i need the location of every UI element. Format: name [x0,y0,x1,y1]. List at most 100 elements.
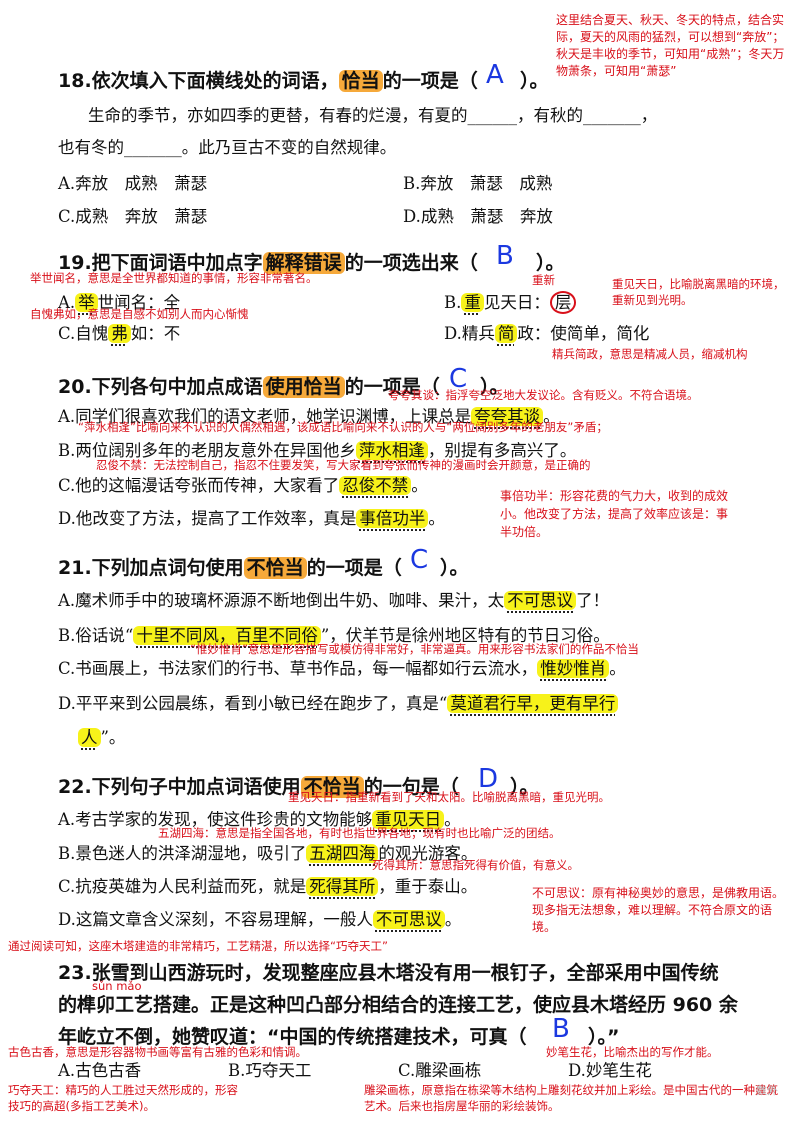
q21-option-a-phrase: 不可思议 [504,591,577,610]
q22-option-d-phrase: 不可思议 [372,910,445,929]
question-21-title: 21.下列加点词句使用不恰当的一项是（ [58,553,402,580]
q21-keyword: 不恰当 [243,557,307,579]
q21-option-a-text: A.魔术师手中的玻璃杯源源不断地倒出牛奶、咖啡、果汁，太 [58,591,505,610]
q22-option-d[interactable]: D.这篇文章含义深刻，不容易理解，一般人不可思议。 [58,906,461,930]
q23-option-a[interactable]: A.古色古香 [58,1061,142,1080]
q20-option-a-end: 。 [543,407,560,426]
q21-option-d-phrase: 莫道君行早，更有早行 [447,694,619,713]
q22-note-b: 五湖四海：意思是指全国各地，有时也指世界各地；现有时也比喻广泛的团结。 [158,826,561,840]
q21-option-c-phrase: 惟妙惟肖 [537,659,610,678]
q22-title-pre: 22.下列句子中加点词语使用 [58,776,301,798]
q22-option-c-end: ，重于泰山。 [378,877,478,896]
q21-option-b-phrase: 十里不同风，百里不同俗 [133,626,321,645]
q18-title-pre: 18.依次填入下面横线处的词语， [58,70,339,92]
q22-option-b-end: 的观光游客。 [378,844,478,863]
q23-answer: B [552,1014,570,1044]
q18-answer: A [486,60,504,90]
q23-note-b: 巧夺天工：精巧的人工胜过天然形成的，形容技巧的高超(多指工艺美术)。 [8,1083,238,1113]
q21-option-d[interactable]: D.平平来到公园晨练，看到小敏已经在跑步了，真是“莫道君行早，更有早行 [58,690,619,714]
q19-note-d: 精兵简政，意思是精减人员，缩减机构 [552,347,748,361]
q19-option-c-pre: C.自愧 [58,324,109,343]
q19-keyword: 解释错误 [262,252,345,274]
q19-option-a[interactable]: A.举世闻名：全 [58,289,180,313]
question-19-title: 19.把下面词语中加点字解释错误的一项选出来（ [58,248,478,275]
q20-title-post: 的一项是（ [344,376,440,398]
question-22-title: 22.下列句子中加点词语使用不恰当的一句是（ [58,772,459,799]
q23-note-top: 通过阅读可知，这座木塔建造的非常精巧，工艺精湛，所以选择“巧夺天工” [8,939,388,953]
q21-option-d-line2: 人”。 [78,724,125,748]
q20-note-b: “萍水相逢”比喻向来不认识的人偶然相遇，该成语比喻向来不认识的人与“两位阔别多年… [78,420,608,434]
q22-option-c[interactable]: C.抗疫英雄为人民利益而死，就是死得其所，重于泰山。 [58,873,477,897]
q19-option-d[interactable]: D.精兵简政：使简单，简化 [444,320,649,344]
q18-option-b[interactable]: B.奔放 萧瑟 成熟 [403,174,553,193]
q20-note-a: 夸夸其谈：指浮夸空泛地大发议论。含有贬义。不符合语境。 [388,388,699,402]
annotation-q18: 这里结合夏天、秋天、冬天的特点，结合实际，夏天的风雨的猛烈，可以想到“奔放”；秋… [556,13,785,78]
q20-answer: C [449,364,468,394]
q20-option-d-text: D.他改变了方法，提高了工作效率，真是 [58,509,357,528]
q20-option-a-idiom: 夸夸其谈 [471,407,544,426]
q23-line3-end: ）。” [588,1026,620,1048]
q20-option-c-end: 。 [411,476,428,495]
q22-note-a: 重见天日：指重新看到了天和太阳。比喻脱离黑暗，重见光明。 [288,790,610,804]
q22-option-d-end: 。 [444,910,462,929]
q18-option-c[interactable]: C.成熟 奔放 萧瑟 [58,207,208,226]
q21-option-c-text: C.书画展上，书法家们的行书、草书作品，每一幅都如行云流水， [58,659,538,678]
q23-option-d[interactable]: D.妙笔生花 [568,1061,652,1080]
q23-note-c: 雕梁画栋，原意指在栋梁等木结构上雕刻花纹并加上彩绘。是中国古代的一种建筑艺术。后… [364,1083,778,1113]
q21-note: “惟妙惟肖”意思是形容描写或模仿得非常好，非常逼真。用来形容书法家们的作品不恰当 [190,642,639,656]
q18-option-d[interactable]: D.成熟 萧瑟 奔放 [403,207,553,226]
q20-option-c-text: C.他的这幅漫话夸张而传神，大家看了 [58,476,340,495]
q19-option-b-circled: 层 [549,291,577,314]
q20-option-b-text: B.两位阔别多年的老朋友意外在异国他乡 [58,441,356,460]
q22-answer: D [478,764,499,794]
q20-option-a-text: A.同学们很喜欢我们的语文老师，她学识渊博，上课总是 [58,407,472,426]
q19-option-a-label: A. [58,293,76,312]
q23-option-c[interactable]: C.雕梁画栋 [398,1061,482,1080]
q19-title-post: 的一项选出来（ [344,252,478,274]
q19-option-b[interactable]: B.重见天日：层 [444,289,577,314]
q22-option-c-phrase: 死得其所 [306,877,379,896]
q19-title-pre: 19.把下面词语中加点字 [58,252,263,274]
q23-note-d: 妙笔生花，比喻杰出的写作才能。 [546,1045,719,1059]
q19-title-end: ）。 [536,252,565,274]
q20-option-c-idiom: 忍俊不禁 [339,476,412,495]
q22-title-end: ）。 [510,776,539,798]
q20-option-d[interactable]: D.他改变了方法，提高了工作效率，真是事倍功半。 [58,505,445,529]
q21-option-a-end: 了！ [576,591,610,610]
q20-option-a[interactable]: A.同学们很喜欢我们的语文老师，她学识渊博，上课总是夸夸其谈。 [58,403,560,427]
q23-pinyin: sǔn mǎo [92,979,142,993]
watermark: 数外 [756,1084,778,1097]
q21-option-c-end: 。 [609,659,626,678]
q22-option-b-phrase: 五湖四海 [306,844,379,863]
q20-option-b-idiom: 萍水相逢 [355,441,428,460]
q22-option-a-end: 。 [444,810,461,829]
q20-option-b[interactable]: B.两位阔别多年的老朋友意外在异国他乡萍水相逢，别提有多高兴了。 [58,437,576,461]
q23-line3: 年屹立不倒，她赞叹道：“中国的传统搭建技术，可真（ [58,1026,527,1048]
q23-option-b[interactable]: B.巧夺天工 [228,1061,312,1080]
q19-option-b-text: 见天日： [483,293,550,312]
q21-title-end: ）。 [440,557,469,579]
q22-option-a-text: A.考古学家的发现，使这件珍贵的文物能够 [58,810,373,829]
q22-option-c-text: C.抗疫英雄为人民利益而死，就是 [58,877,307,896]
q20-title-pre: 20.下列各句中加点成语 [58,376,263,398]
q21-option-c[interactable]: C.书画展上，书法家们的行书、草书作品，每一幅都如行云流水，惟妙惟肖。 [58,655,626,679]
q19-option-c-text: 如：不 [130,324,181,343]
q22-option-d-text: D.这篇文章含义深刻，不容易理解，一般人 [58,910,373,929]
q23-note-a: 古色古香，意思是形容器物书画等富有古雅的色彩和情调。 [8,1045,307,1059]
q18-title-post: 的一项是（ [382,70,478,92]
q20-option-c[interactable]: C.他的这幅漫话夸张而传神，大家看了忍俊不禁。 [58,472,428,496]
q19-option-c[interactable]: C.自愧弗如：不 [58,320,180,344]
q18-option-a[interactable]: A.奔放 成熟 萧瑟 [58,174,208,193]
q21-option-a[interactable]: A.魔术师手中的玻璃杯源源不断地倒出牛奶、咖啡、果汁，太不可思议了！ [58,587,609,611]
question-18-title: 18.依次填入下面横线处的词语，恰当的一项是（ [58,66,478,93]
q19-option-b-label: B. [444,293,462,312]
q22-option-b[interactable]: B.景色迷人的洪泽湖湿地，吸引了五湖四海的观光游客。 [58,840,477,864]
q19-option-d-text: 政：使简单，简化 [517,324,650,343]
q22-option-b-text: B.景色迷人的洪泽湖湿地，吸引了 [58,844,307,863]
q22-option-a[interactable]: A.考古学家的发现，使这件珍贵的文物能够重见天日。 [58,806,461,830]
q20-keyword: 使用恰当 [262,376,345,398]
q22-note-c: 死得其所：意思指死得有价值，有意义。 [372,858,579,872]
q21-option-b[interactable]: B.俗话说“十里不同风，百里不同俗”，伏羊节是徐州地区特有的节日习俗。 [58,622,610,646]
q22-title-post: 的一句是（ [363,776,459,798]
q19-note-c: 自愧弗如，意思是自感不如别人而内心惭愧 [30,307,249,321]
